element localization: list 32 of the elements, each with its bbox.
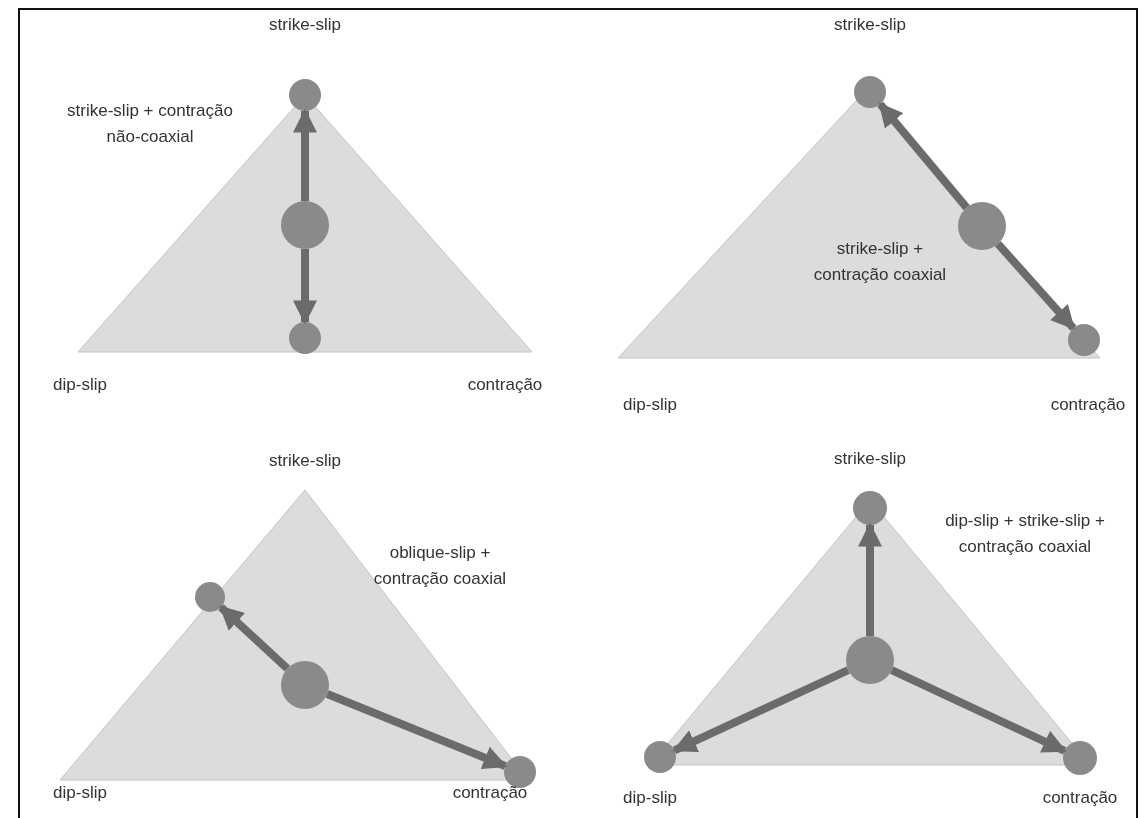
- axis-label: dip-slip: [623, 787, 677, 809]
- circle-marker: [195, 582, 225, 612]
- arrow: [325, 690, 508, 770]
- circle-marker: [1063, 741, 1097, 775]
- axis-label: contração: [1042, 787, 1118, 809]
- arrow: [293, 249, 317, 325]
- axis-label: strike-slip: [269, 450, 341, 472]
- arrow: [995, 241, 1077, 331]
- arrow: [877, 101, 970, 211]
- axis-label: contração: [1050, 394, 1126, 416]
- arrow: [293, 108, 317, 201]
- axis-label: strike-slip: [269, 14, 341, 36]
- circle-marker: [853, 491, 887, 525]
- circle-marker: [504, 756, 536, 788]
- arrow: [890, 666, 1067, 755]
- arrow: [672, 666, 850, 754]
- circle-marker: [289, 79, 321, 111]
- axis-label: dip-slip: [53, 782, 107, 804]
- axis-label: strike-slip: [834, 448, 906, 470]
- description-text: oblique-slip + contração coaxial: [372, 542, 508, 590]
- axis-label: dip-slip: [53, 374, 107, 396]
- description-text: dip-slip + strike-slip + contração coaxial: [944, 510, 1106, 558]
- circle-marker: [854, 76, 886, 108]
- axis-label: strike-slip: [834, 14, 906, 36]
- axis-label: contração: [452, 782, 528, 804]
- axis-label: contração: [467, 374, 543, 396]
- description-text: strike-slip + contração coaxial: [812, 238, 948, 286]
- arrow: [858, 522, 882, 636]
- axis-label: dip-slip: [623, 394, 677, 416]
- arrow: [218, 604, 291, 672]
- circle-marker: [644, 741, 676, 773]
- description-text: strike-slip + contração não-coaxial: [66, 100, 234, 148]
